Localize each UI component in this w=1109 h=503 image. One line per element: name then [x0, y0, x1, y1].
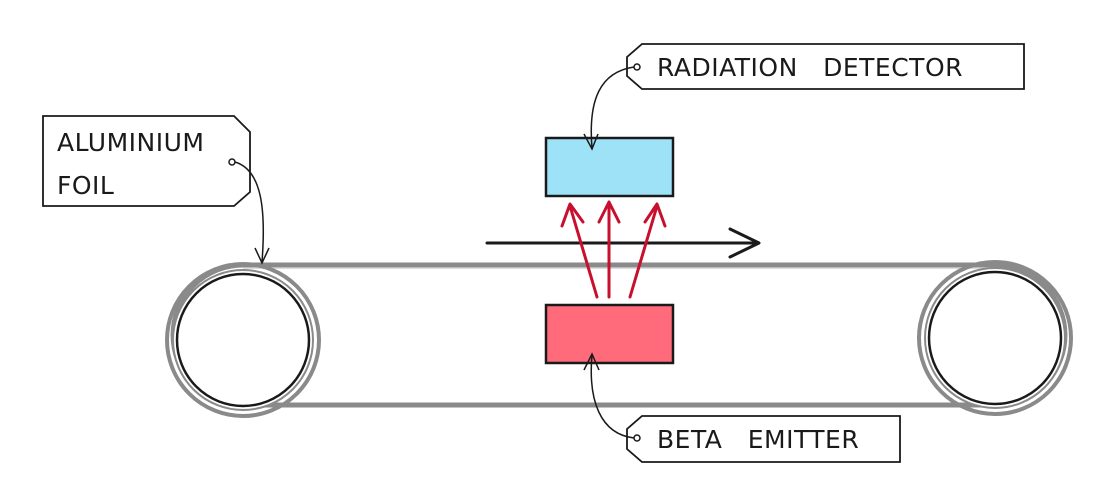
beta-ray-right — [628, 202, 667, 299]
detector-tag-hole-icon — [633, 63, 641, 71]
left-roller — [165, 262, 321, 418]
beta-ray-left — [560, 202, 599, 299]
beta-emitter-tag: BETA EMITTER — [583, 352, 901, 463]
foil-tag-outline — [42, 115, 251, 207]
beta-ray-center-arrowhead-icon — [597, 200, 621, 224]
detector-pointer — [590, 66, 635, 149]
detector-tag-outline — [626, 43, 1025, 90]
beta-ray-left-arrowhead-icon — [560, 202, 585, 228]
emitter-pointer-arrowhead-icon — [583, 352, 600, 371]
detector-pointer-arrowhead-icon — [583, 133, 599, 151]
right-roller-core — [927, 270, 1063, 406]
right-roller — [917, 260, 1073, 416]
beta-radiation-rays — [560, 200, 667, 299]
emitter-pointer — [590, 354, 635, 439]
emitter-tag-label: BETA EMITTER — [657, 425, 859, 454]
beta-ray-right-arrowhead-icon — [643, 202, 667, 228]
foil-tag-label-line1: ALUMINIUM — [57, 128, 204, 157]
radiation-detector-tag: RADIATION DETECTOR — [583, 43, 1025, 151]
left-roller-core — [175, 272, 311, 408]
detector-tag-label: RADIATION DETECTOR — [657, 53, 963, 82]
foil-tag-hole-icon — [228, 158, 236, 166]
emitter-tag-outline — [626, 415, 901, 463]
emitter-tag-hole-icon — [633, 434, 641, 442]
aluminium-foil-tag: ALUMINIUM FOIL — [42, 115, 270, 265]
foil-pointer-arrowhead-icon — [254, 247, 270, 265]
foil-tag-label-line2: FOIL — [57, 171, 114, 200]
beta-emitter — [544, 303, 675, 365]
foil-pointer — [234, 161, 265, 263]
radiation-detector — [544, 136, 675, 198]
beta-ray-center — [597, 200, 621, 299]
motion-arrow-icon — [485, 227, 761, 259]
